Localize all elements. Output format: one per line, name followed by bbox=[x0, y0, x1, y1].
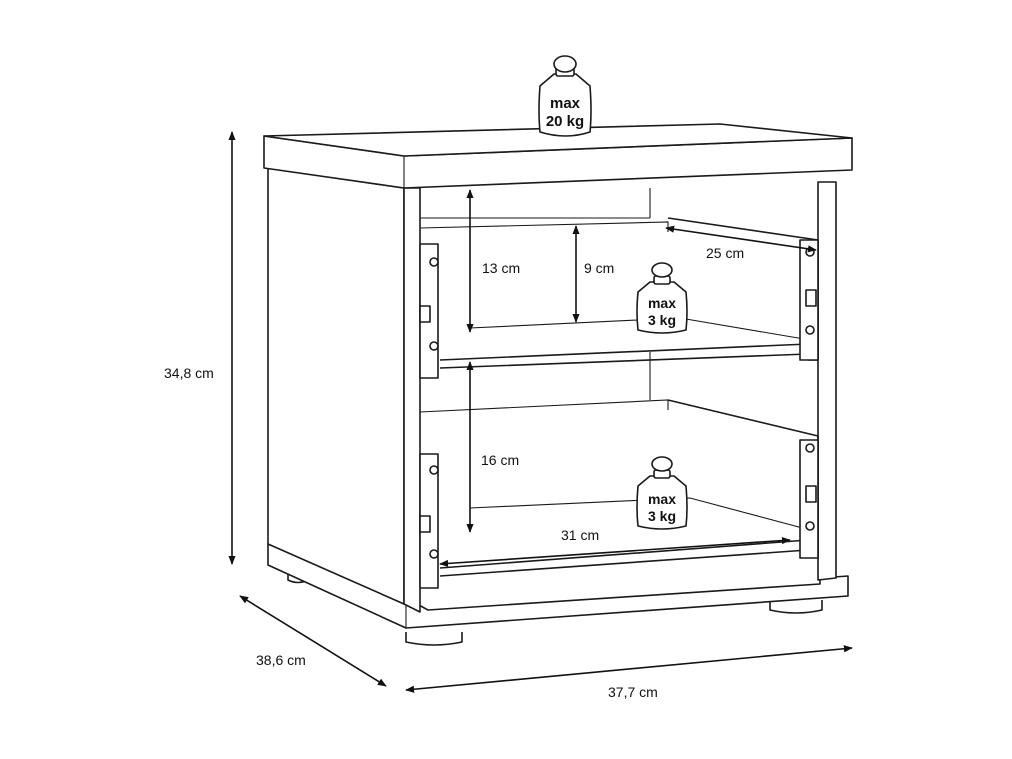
weight-drawer-bottom-line1: max bbox=[648, 491, 676, 507]
screw bbox=[429, 257, 439, 267]
top-drawer bbox=[419, 217, 819, 379]
depth-label: 38,6 cm bbox=[256, 652, 306, 668]
width-label: 37,7 cm bbox=[608, 684, 658, 700]
dimension-lines bbox=[228, 131, 853, 693]
width-arrow bbox=[405, 645, 853, 693]
weight-drawer-top-line1: max bbox=[648, 295, 676, 311]
foot-front-left bbox=[405, 632, 463, 646]
screw bbox=[805, 521, 815, 531]
bottom-drawer bbox=[419, 399, 819, 589]
screw bbox=[429, 549, 439, 559]
bottom-drawer-bottom bbox=[439, 539, 809, 577]
weight-drawer-top-line2: 3 kg bbox=[648, 312, 676, 328]
bottom-drawer-right-side bbox=[667, 399, 819, 557]
left-side-panel bbox=[267, 167, 405, 605]
dimension-labels: 34,8 cm 38,6 cm 37,7 cm 13 cm 9 cm 25 cm… bbox=[164, 245, 744, 700]
screw bbox=[429, 341, 439, 351]
hinge-clip bbox=[805, 485, 817, 503]
screw bbox=[805, 325, 815, 335]
drawer-depth-arrow bbox=[665, 225, 817, 253]
front-left-post bbox=[403, 187, 421, 613]
foot-front-right bbox=[769, 600, 823, 614]
cabinet bbox=[263, 123, 853, 646]
screw bbox=[805, 443, 815, 453]
hinge-clip bbox=[805, 289, 817, 307]
hinge-clip bbox=[419, 305, 431, 323]
weight-icon-top: max 20 kg bbox=[538, 55, 592, 137]
depth-arrow bbox=[239, 595, 387, 687]
top-drawer-height-label: 9 cm bbox=[584, 260, 614, 276]
weight-top-line2: 20 kg bbox=[546, 113, 584, 130]
drawer-depth-label: 25 cm bbox=[706, 245, 744, 261]
bottom-drawer-inner-floor bbox=[469, 497, 811, 531]
screw bbox=[429, 465, 439, 475]
drawer-width-arrow bbox=[439, 536, 791, 568]
top-drawer-back bbox=[419, 221, 669, 232]
drawer-width-label: 31 cm bbox=[561, 527, 599, 543]
top-drawer-bottom bbox=[439, 343, 809, 369]
bottom-drawer-back bbox=[419, 399, 669, 413]
top-compartment-label: 13 cm bbox=[482, 260, 520, 276]
hinge-clip bbox=[419, 515, 431, 533]
weight-icon-drawer-top: max 3 kg bbox=[636, 262, 688, 334]
bottom-compartment-label: 16 cm bbox=[481, 452, 519, 468]
weight-top-line1: max bbox=[550, 95, 581, 112]
cabinet-feet bbox=[287, 572, 823, 646]
weight-icon-drawer-bottom: max 3 kg bbox=[636, 456, 688, 530]
front-right-post bbox=[817, 181, 837, 581]
weight-drawer-bottom-line2: 3 kg bbox=[648, 508, 676, 524]
height-label: 34,8 cm bbox=[164, 365, 214, 381]
